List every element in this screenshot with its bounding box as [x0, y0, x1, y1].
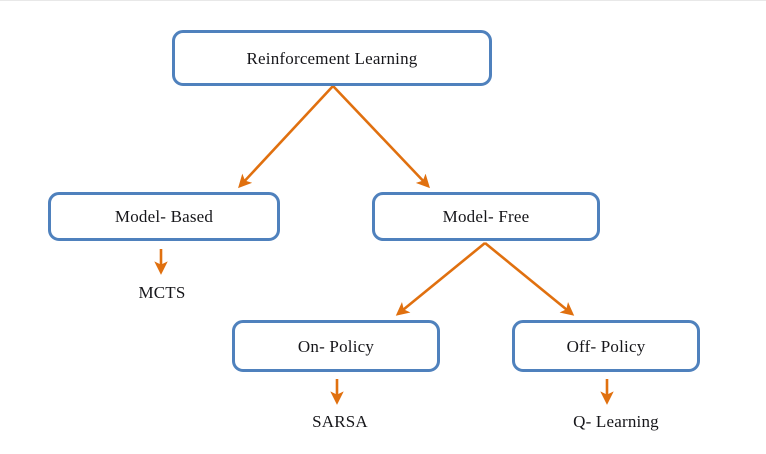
node-off-policy[interactable]: Off- Policy: [512, 320, 700, 372]
leaf-label-mcts: MCTS: [138, 283, 186, 302]
arrow-root-to-model-based: [238, 85, 334, 189]
node-off-policy-label: Off- Policy: [566, 336, 646, 356]
node-on-policy-label: On- Policy: [297, 336, 375, 356]
top-frame-rule: [0, 0, 766, 1]
node-on-policy[interactable]: On- Policy: [232, 320, 440, 372]
leaf-label-sarsa: SARSA: [312, 412, 368, 431]
node-model-free-label: Model- Free: [442, 207, 530, 226]
arrow-root-to-model-free: [332, 85, 430, 189]
node-reinforcement-learning[interactable]: Reinforcement Learning: [172, 30, 492, 86]
arrow-model-free-to-on-policy: [395, 241, 486, 316]
node-model-based[interactable]: Model- Based: [48, 192, 280, 241]
node-model-based-label: Model- Based: [114, 207, 214, 226]
leaf-label-q-learning: Q- Learning: [573, 412, 659, 431]
node-model-free[interactable]: Model- Free: [372, 192, 600, 241]
node-reinforcement-learning-label: Reinforcement Learning: [246, 48, 418, 68]
arrow-model-free-to-off-policy: [484, 241, 575, 316]
